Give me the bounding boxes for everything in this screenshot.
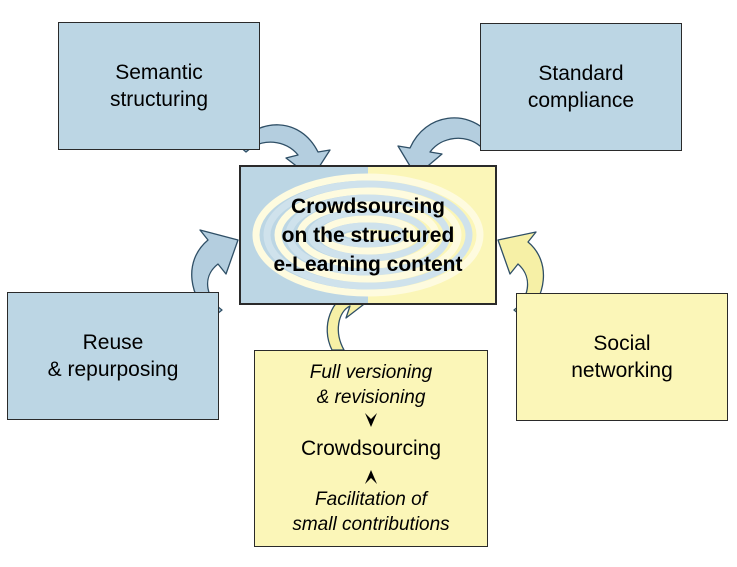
center-crowdsourcing-box: Crowdsourcing on the structured e-Learni…	[239, 165, 497, 305]
semantic-structuring-label: Semantic structuring	[109, 61, 209, 111]
crowdsourcing-process-box: Full versioning & revisioning Crowdsourc…	[254, 350, 488, 547]
standard-compliance-label: Standard compliance	[527, 62, 635, 112]
facilitation-label: Facilitation of small contributions	[292, 489, 450, 535]
crowdsourcing-label: Crowdsourcing	[300, 437, 442, 460]
semantic-structuring-box: Semantic structuring	[58, 22, 260, 150]
reuse-repurposing-box: Reuse & repurposing	[7, 292, 219, 420]
reuse-repurposing-label: Reuse & repurposing	[47, 331, 179, 381]
arrow-up-icon	[365, 470, 377, 484]
center-label: Crowdsourcing on the structured e-Learni…	[273, 194, 463, 276]
social-networking-box: Social networking	[516, 293, 728, 421]
social-networking-label: Social networking	[571, 332, 673, 382]
arrow-semantic-to-center	[237, 124, 331, 179]
versioning-label: Full versioning & revisioning	[309, 362, 433, 408]
standard-compliance-box: Standard compliance	[480, 23, 682, 151]
arrow-down-icon	[365, 413, 377, 427]
arrow-standard-to-center	[397, 117, 489, 177]
ripple-ellipses	[252, 173, 484, 297]
